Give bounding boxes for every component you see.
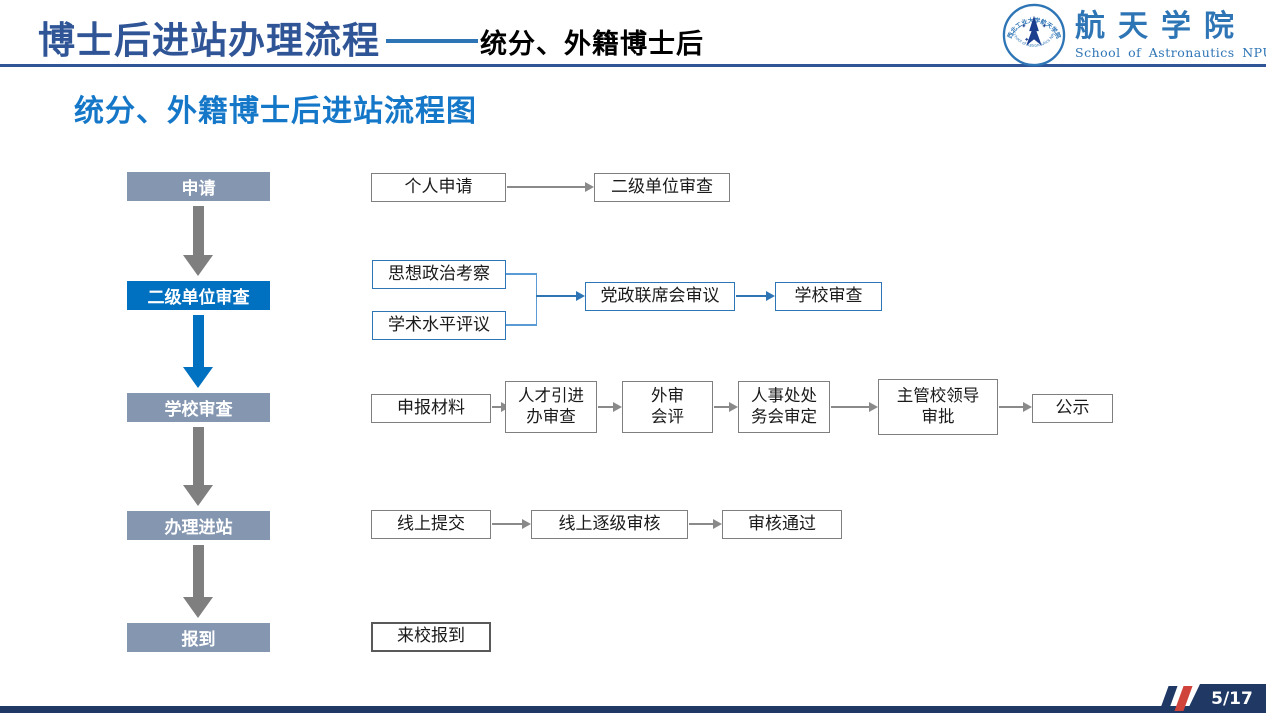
flow-box-online-review: 线上逐级审核 <box>531 510 688 539</box>
flow-box-school-review: 学校审查 <box>775 282 882 311</box>
arrow-right-blue-icon <box>536 291 585 300</box>
footer-bar <box>0 706 1266 713</box>
logo-cn-name: 航天学院 <box>1075 9 1247 44</box>
arrow-right-icon <box>689 519 722 528</box>
arrow-right-icon <box>598 402 622 411</box>
flow-box-leader-approval: 主管校领导 审批 <box>878 379 998 435</box>
flow-box-materials: 申报材料 <box>371 394 491 423</box>
flow-box-hr-meeting: 人事处处 务会审定 <box>738 381 830 433</box>
stage-school-review: 学校审查 <box>127 393 270 422</box>
down-arrow-blue-icon <box>183 315 213 388</box>
arrow-right-icon <box>507 182 594 191</box>
header-divider <box>0 64 1266 67</box>
stage-register: 报到 <box>127 623 270 652</box>
school-seal-icon: 西北工业大学航天学院 School of Astronautics NPU <box>1002 3 1066 67</box>
title-main: 博士后进站办理流程 <box>38 19 380 62</box>
stage-entry-process: 办理进站 <box>127 511 270 540</box>
title-dash-line <box>386 39 478 43</box>
down-arrow-icon <box>183 427 213 506</box>
flow-box-academic-review: 学术水平评议 <box>372 311 506 340</box>
page-indicator: 5/17 <box>1186 684 1266 713</box>
arrow-right-blue-icon <box>736 291 775 300</box>
arrow-right-icon <box>999 402 1032 411</box>
arrow-right-icon <box>492 519 531 528</box>
flow-box-online-submit: 线上提交 <box>371 510 491 539</box>
flow-box-external-review: 外审 会评 <box>622 381 713 433</box>
page-number: 5/17 <box>1211 688 1253 709</box>
flow-box-political-review: 思想政治考察 <box>372 260 506 289</box>
down-arrow-icon <box>183 545 213 618</box>
connector-line <box>535 273 537 326</box>
flow-box-arrive-register: 来校报到 <box>371 622 491 652</box>
seal-rocket-icon <box>1026 15 1042 46</box>
flow-box-talent-office-review: 人才引进 办审查 <box>505 381 597 433</box>
connector-line <box>506 324 537 326</box>
flow-box-publicity: 公示 <box>1032 394 1113 423</box>
school-logo: 西北工业大学航天学院 School of Astronautics NPU 航天… <box>1002 3 1266 67</box>
flow-box-unit-review: 二级单位审查 <box>594 173 730 202</box>
logo-text: 航天学院 School of Astronautics NPU <box>1075 10 1266 60</box>
arrow-right-icon <box>714 402 738 411</box>
flow-box-joint-meeting: 党政联席会审议 <box>585 282 735 311</box>
connector-line <box>506 273 537 275</box>
stage-apply: 申请 <box>127 172 270 201</box>
flow-box-personal-application: 个人申请 <box>371 173 506 202</box>
down-arrow-icon <box>183 206 213 276</box>
arrow-right-icon <box>831 402 878 411</box>
page-title: 博士后进站办理流程 统分、外籍博士后 <box>38 10 704 64</box>
section-subtitle: 统分、外籍博士后进站流程图 <box>74 94 477 129</box>
flow-box-review-passed: 审核通过 <box>722 510 842 539</box>
logo-en-name: School of Astronautics NPU <box>1075 45 1266 60</box>
title-subpart: 统分、外籍博士后 <box>480 29 704 60</box>
seal-stars <box>1022 24 1046 41</box>
stage-unit-review: 二级单位审查 <box>127 281 270 310</box>
